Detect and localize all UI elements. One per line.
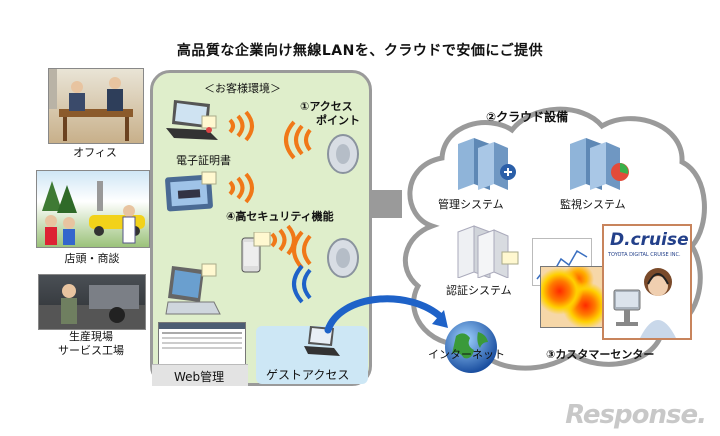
office-label: オフィス xyxy=(73,146,117,159)
diagram-title: 高品質な企業向け無線LANを、クラウドで安価にご提供 xyxy=(176,43,544,59)
guest-access-label: ゲストアクセス xyxy=(266,368,350,382)
store-label: 店頭・商談 xyxy=(64,252,120,265)
e-cert-label: 電子証明書 xyxy=(176,154,231,167)
office-photo xyxy=(48,68,144,144)
management-server-icon xyxy=(458,138,516,190)
dcruise-brand: D.cruise xyxy=(610,230,689,250)
management-system-label: 管理システム xyxy=(438,198,504,211)
smartphone-icon xyxy=(241,232,271,273)
monitoring-server-icon xyxy=(570,138,629,190)
panel-header: ＜お客様環境＞ xyxy=(204,82,281,95)
access-point-icon-1 xyxy=(327,134,359,174)
cloud-title: ②クラウド設備 xyxy=(486,110,569,124)
security-feature-label: ④高セキュリティ機能 xyxy=(226,210,334,223)
authentication-server-icon xyxy=(457,225,519,278)
dcruise-operator-card: D.cruise TOYOTA DIGITAL CRUISE INC. xyxy=(602,224,692,340)
monitoring-system-label: 監視システム xyxy=(560,198,626,211)
panel-cloud-connector xyxy=(372,190,402,218)
guest-to-internet-arrow xyxy=(324,295,448,334)
wifi-waves-lower xyxy=(270,224,312,270)
web-management-label: Web管理 xyxy=(174,370,225,384)
dcruise-sub: TOYOTA DIGITAL CRUISE INC. xyxy=(608,252,681,258)
factory-photo xyxy=(38,274,146,330)
response-watermark: Response. xyxy=(565,400,707,430)
internet-globe-icon xyxy=(445,321,497,373)
wifi-waves-blue xyxy=(292,264,312,304)
customer-center-label: ③カスタマーセンター xyxy=(546,348,655,361)
web-management-screen xyxy=(158,322,246,366)
authentication-system-label: 認証システム xyxy=(446,284,512,297)
laptop-icon xyxy=(166,100,218,140)
factory-label-1: 生産現場 xyxy=(69,330,113,343)
web-management-label-box: Web管理 xyxy=(152,364,248,386)
access-point-label-2: ポイント xyxy=(316,114,360,127)
access-point-icon-2 xyxy=(327,238,359,278)
factory-label-2: サービス工場 xyxy=(58,344,124,357)
access-point-label-1: ①アクセス xyxy=(300,100,353,113)
operator-illustration xyxy=(613,268,676,338)
wifi-waves-middle xyxy=(228,172,254,204)
internet-label: インターネット xyxy=(428,348,505,361)
pos-terminal-icon xyxy=(165,263,221,315)
tablet-icon xyxy=(165,171,217,212)
wifi-waves-top xyxy=(228,110,312,160)
store-photo xyxy=(36,170,150,248)
heatmap-screen xyxy=(540,266,604,328)
